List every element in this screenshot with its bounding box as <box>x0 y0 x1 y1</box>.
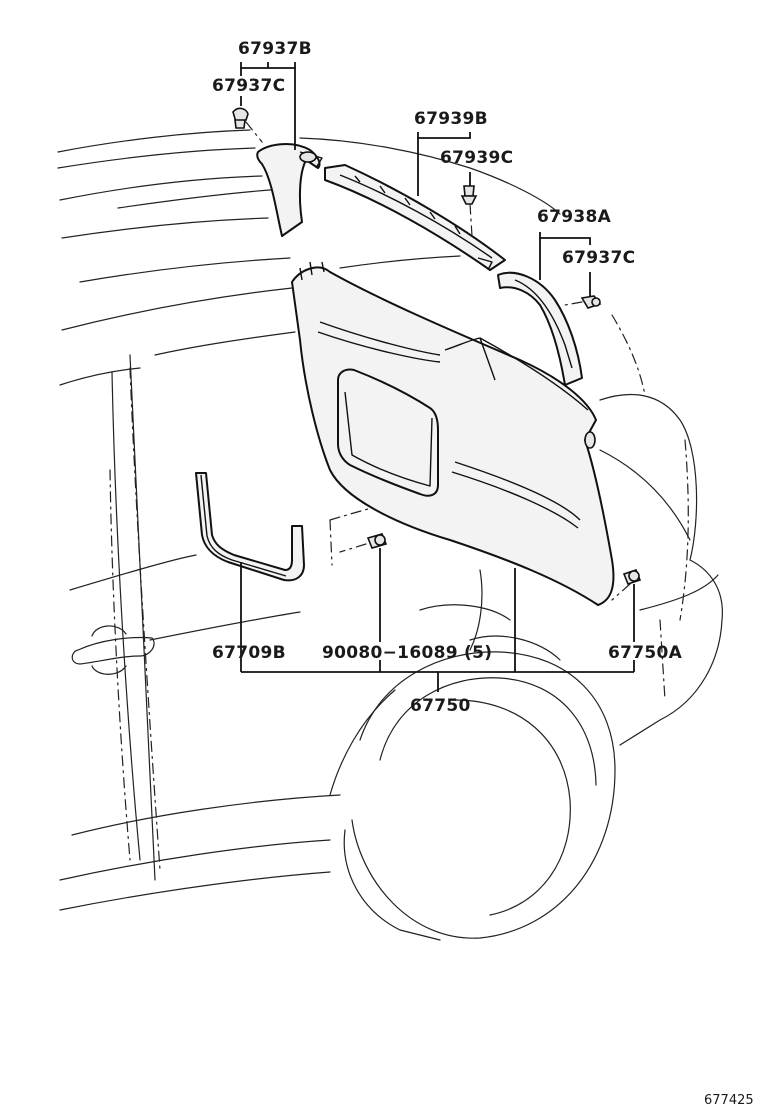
screw-90080-16089 <box>366 533 388 549</box>
label-67939B: 67939B <box>414 109 488 129</box>
label-90080-16089: 90080−16089 (5) <box>322 643 492 663</box>
label-67937C-right: 67937C <box>562 248 635 268</box>
label-67750A: 67750A <box>608 643 683 663</box>
label-67750: 67750 <box>410 696 471 716</box>
clip-67750A <box>622 569 642 585</box>
label-67938A: 67938A <box>537 207 612 227</box>
leader-lines <box>240 62 635 692</box>
clip-67939C <box>460 185 478 205</box>
clip-67937C-top <box>232 107 249 129</box>
label-67939C: 67939C <box>440 148 513 168</box>
diagram-code: 677425 <box>704 1093 754 1108</box>
pillar-garnish-67937B <box>256 143 323 237</box>
label-67709B: 67709B <box>212 643 286 663</box>
weatherstrip-67709B <box>195 472 305 582</box>
vehicle-body-outline <box>57 129 723 941</box>
label-67937B: 67937B <box>238 39 312 59</box>
back-door-garnish-67939B <box>324 164 506 271</box>
pillar-garnish-67938A <box>497 271 583 386</box>
attachment-lines <box>245 121 631 601</box>
clip-67937C-right <box>580 295 602 309</box>
label-67937C-top: 67937C <box>212 76 285 96</box>
back-door-trim-board-67750 <box>291 261 615 606</box>
